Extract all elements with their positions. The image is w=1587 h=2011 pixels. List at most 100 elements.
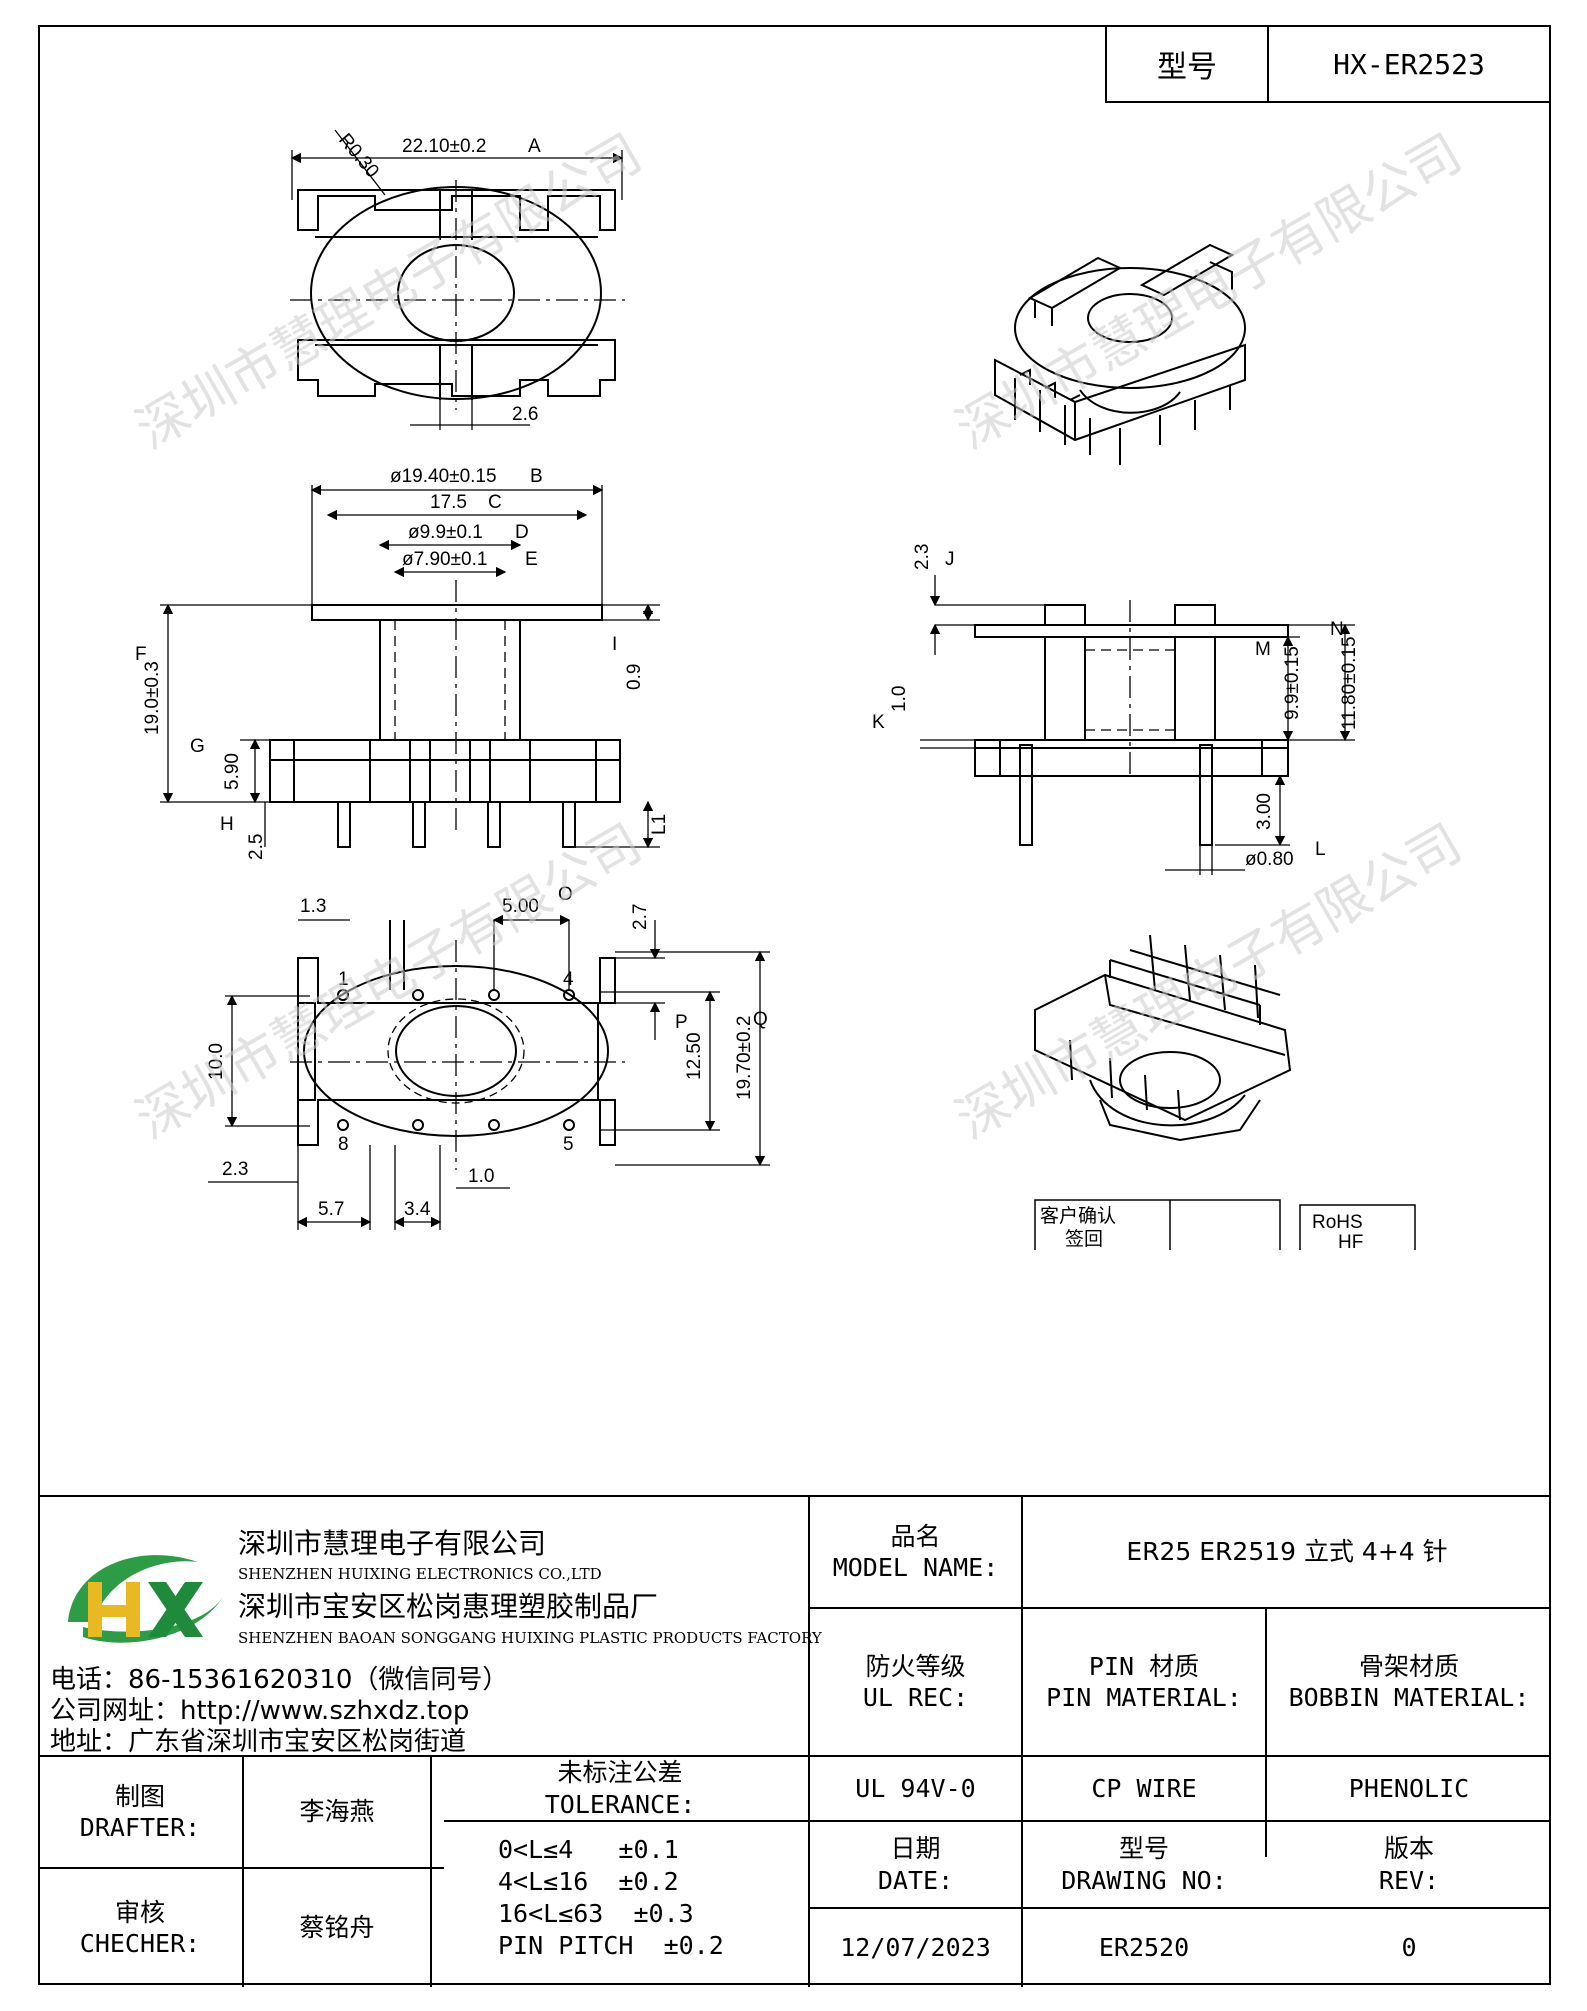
dim-ref-f: F: [135, 644, 147, 665]
company-address: 地址：广东省深圳市宝安区松岗街道: [50, 1727, 467, 1757]
tolerance-label: 未标注公差 TOLERANCE:: [544, 1758, 696, 1819]
dim-tube-outer: ø9.9±0.1: [408, 522, 483, 543]
model-label: 型号: [1107, 27, 1269, 101]
dim-ref-l: L: [1315, 839, 1326, 860]
watermark-1: 深圳市慧理电子有限公司: [127, 123, 652, 461]
dim-right-pin-dia: ø0.80: [1245, 849, 1294, 870]
stamp-sign: 签回: [1065, 1228, 1103, 1250]
dim-b8: 3.4: [404, 1199, 431, 1220]
dim-right-top: 2.3: [912, 544, 933, 570]
model-value: HX-ER2523: [1333, 47, 1485, 81]
stamp-hf: HF: [1338, 1232, 1363, 1253]
dim-ref-n: N: [1330, 619, 1344, 640]
dim-ref-g: G: [190, 736, 205, 757]
date-label: 日期 DATE:: [877, 1834, 954, 1895]
dim-ref-i: I: [612, 634, 617, 655]
dim-ref-b: B: [530, 466, 543, 487]
pin-material-label: PIN 材质 PIN MATERIAL:: [1046, 1651, 1242, 1712]
ul-rec-label: 防火等级 UL REC:: [862, 1651, 969, 1712]
tolerance-line-3: 16<L≤63 ±0.3: [498, 1899, 694, 1928]
stamp-rohs: RoHS: [1312, 1212, 1363, 1233]
dim-right-base: 1.0: [889, 686, 910, 712]
customer-stamp: [1034, 1199, 1416, 1250]
drafter-name: 李海燕: [299, 1797, 375, 1827]
model-name-value: ER25 ER2519 立式 4+4 针: [1126, 1537, 1448, 1567]
dim-ref-e: E: [525, 549, 538, 570]
dim-ref-h: H: [220, 814, 234, 835]
right-view: [920, 575, 1355, 875]
tolerance-line-1: 0<L≤4 ±0.1: [498, 1835, 679, 1864]
dim-ref-q: Q: [753, 1009, 768, 1030]
company-name-en: SHENZHEN HUIXING ELECTRONICS CO.,LTD: [238, 1565, 602, 1583]
company-phone: 电话：86-15361620310（微信同号）: [50, 1665, 509, 1695]
tolerance-line-4: PIN PITCH ±0.2: [498, 1931, 724, 1960]
drafter-label: 制图 DRAFTER:: [79, 1781, 201, 1842]
checker-name: 蔡铭舟: [299, 1913, 375, 1943]
bobbin-material-value: PHENOLIC: [1348, 1773, 1470, 1803]
isometric-view-bottom: [1034, 934, 1292, 1142]
dim-height: 19.0±0.3: [142, 661, 163, 735]
dim-pin-h: 2.5: [246, 834, 267, 860]
dim-b7: 5.7: [318, 1199, 344, 1220]
company-info: 深圳市慧理电子有限公司 SHENZHEN HUIXING ELECTRONICS…: [38, 1497, 822, 1757]
bottom-view: [208, 914, 770, 1230]
factory-name-cn: 深圳市宝安区松岗惠理塑胶制品厂: [238, 1590, 659, 1623]
dim-radius: R0.30: [334, 130, 383, 182]
watermark-2: 深圳市慧理电子有限公司: [947, 123, 1472, 461]
pin-label-1: 1: [338, 969, 349, 990]
dim-pin-len: L1: [649, 814, 670, 835]
dim-b4: 12.50: [684, 1032, 705, 1080]
company-logo: [68, 1555, 223, 1643]
drawing-sheet: [38, 25, 1551, 1985]
dim-top-width: 22.10±0.2: [402, 136, 486, 157]
factory-name-en: SHENZHEN BAOAN SONGGANG HUIXING PLASTIC …: [238, 1629, 822, 1647]
drawing-no-label: 型号 DRAWING NO:: [1061, 1834, 1227, 1895]
pin-label-5: 5: [563, 1134, 574, 1155]
dim-right-body: 9.9±0.15: [1282, 646, 1303, 720]
technical-drawing: 22.10±0.2 A R0.30 2.6 ø19.40±0.15 B 17.5…: [127, 123, 1472, 1253]
title-block: 深圳市慧理电子有限公司 SHENZHEN HUIXING ELECTRONICS…: [38, 1495, 1551, 1987]
model-name-label: 品名 MODEL NAME:: [832, 1521, 999, 1582]
dim-slot: 2.6: [512, 404, 538, 425]
pin-material-value: CP WIRE: [1091, 1773, 1197, 1803]
dim-base-h: 5.90: [222, 753, 243, 790]
dim-ref-k: K: [872, 712, 885, 733]
side-view: [160, 484, 660, 849]
dim-pitch: 5.00: [502, 896, 539, 917]
pin-label-8: 8: [338, 1134, 349, 1155]
dim-tube-inner: ø7.90±0.1: [402, 549, 487, 570]
checker-label: 审核 CHECHER:: [79, 1897, 201, 1958]
dim-ref-c: C: [488, 492, 502, 513]
ul-value: UL 94V-0: [855, 1773, 976, 1803]
dim-b3: 10.0: [206, 1043, 227, 1080]
dim-ref-j: J: [945, 549, 955, 570]
rev-label: 版本 REV:: [1378, 1834, 1440, 1895]
model-header: 型号 HX-ER2523: [1105, 25, 1551, 103]
dim-b6: 2.3: [222, 1159, 248, 1180]
stamp-customer: 客户确认: [1040, 1205, 1116, 1227]
dim-b9: 1.0: [468, 1166, 494, 1187]
dim-flange: ø19.40±0.15: [390, 466, 497, 487]
top-view: [290, 129, 625, 430]
dim-ref-a: A: [528, 136, 541, 157]
dim-ref-d: D: [515, 522, 529, 543]
bobbin-material-label: 骨架材质 BOBBIN MATERIAL:: [1288, 1651, 1530, 1712]
date-value: 12/07/2023: [840, 1933, 991, 1963]
dim-b5: 19.70±0.2: [734, 1016, 755, 1100]
dim-inner: 17.5: [430, 492, 467, 513]
isometric-view-top: [994, 243, 1246, 465]
pin-label-4: 4: [563, 969, 574, 990]
watermark-4: 深圳市慧理电子有限公司: [947, 813, 1472, 1151]
dim-top-thk: 0.9: [624, 664, 645, 690]
dim-b1: 1.3: [300, 896, 326, 917]
dim-right-pin-len: 3.00: [1254, 793, 1275, 830]
rev-value: 0: [1401, 1933, 1417, 1963]
dim-right-total: 11.80±0.15: [1339, 636, 1360, 730]
dim-ref-m: M: [1255, 639, 1271, 660]
tolerance-line-2: 4<L≤16 ±0.2: [498, 1867, 679, 1896]
company-website[interactable]: 公司网址：http://www.szhxdz.top: [50, 1696, 470, 1726]
dim-ref-p: P: [675, 1012, 688, 1033]
dim-ref-o: O: [558, 884, 573, 905]
dim-b2: 2.7: [630, 904, 651, 930]
drawing-no-value: ER2520: [1098, 1933, 1190, 1963]
